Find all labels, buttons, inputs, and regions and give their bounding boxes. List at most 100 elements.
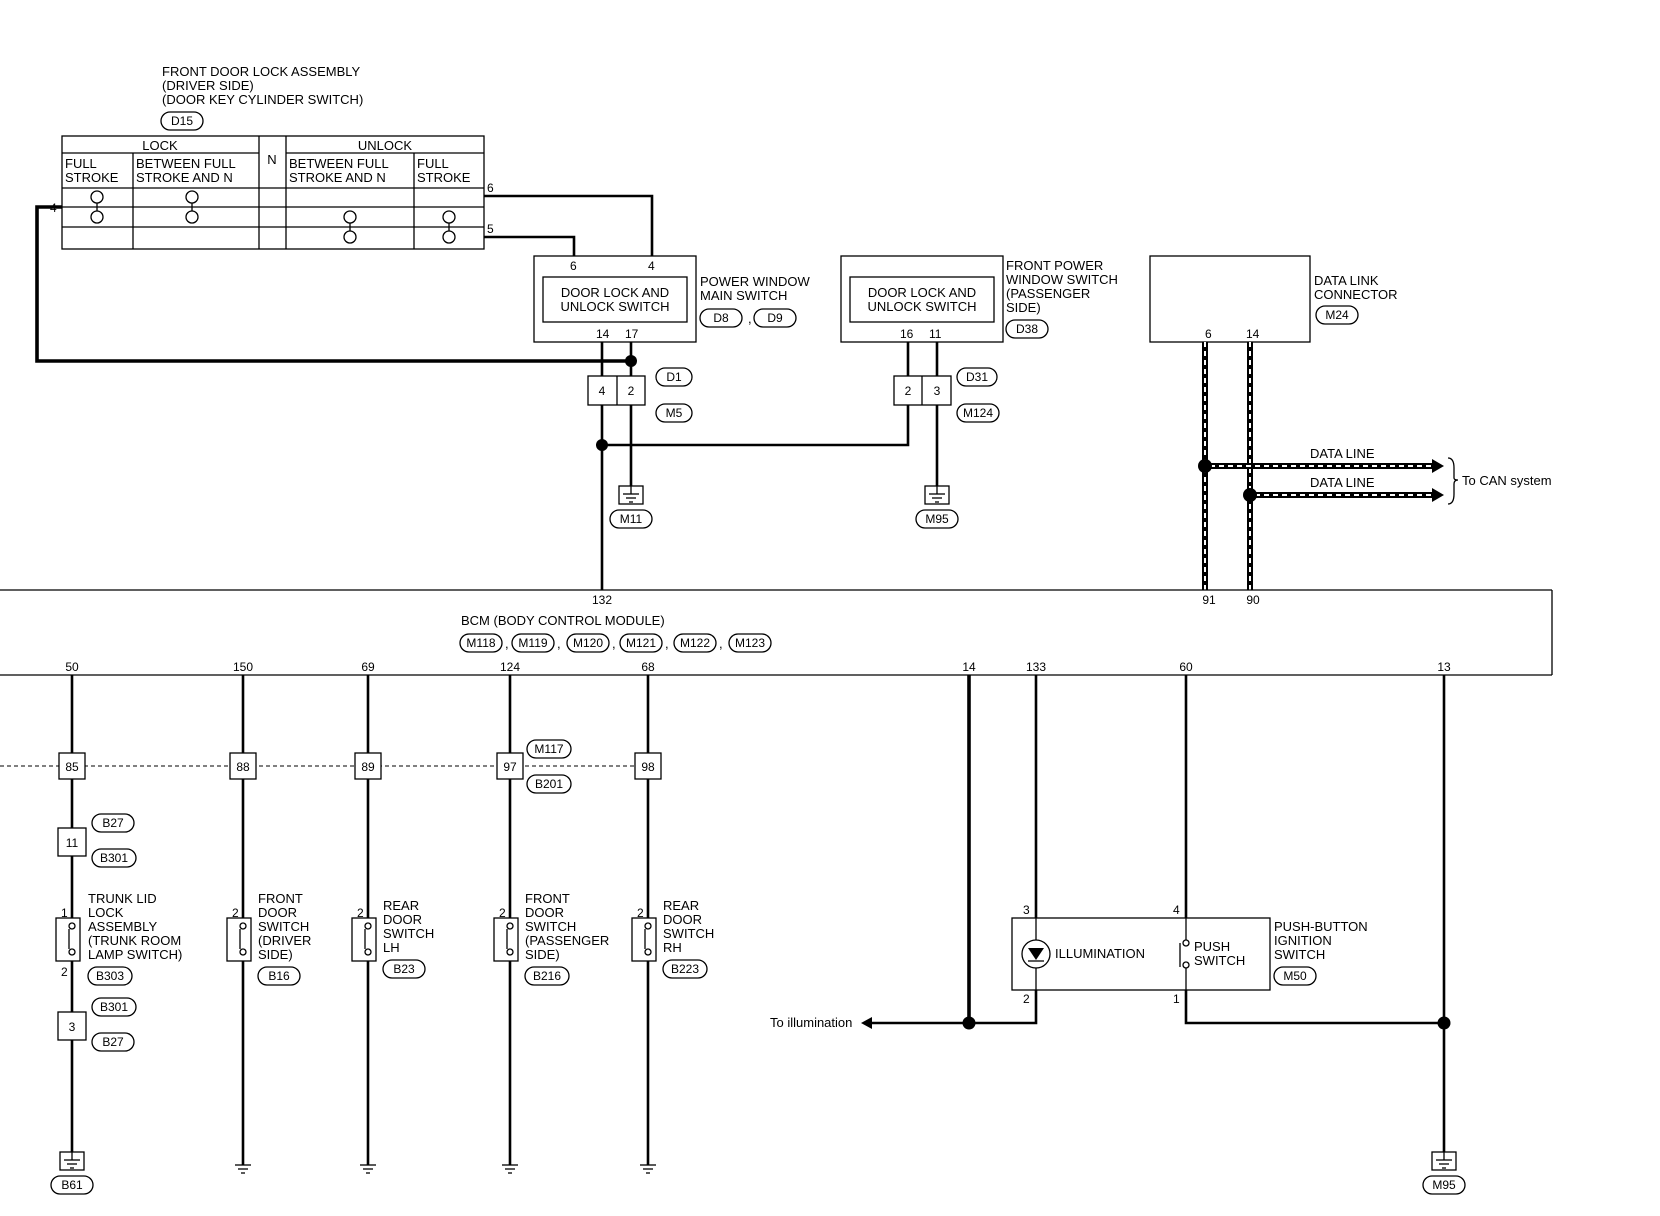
- front-door-lock-assembly: FRONT DOOR LOCK ASSEMBLY (DRIVER SIDE) (…: [50, 64, 494, 250]
- ground-m95-top: M95: [915, 485, 959, 529]
- bcm-sep-1: ,: [505, 636, 509, 651]
- bcm-conn-m119: M119: [518, 636, 547, 650]
- connector-d9-bubble: [753, 308, 797, 328]
- mid-wiring: [596, 405, 939, 590]
- trunk-title-1: TRUNK LID: [88, 891, 157, 906]
- front-power-window-switch-passenger: DOOR LOCK AND UNLOCK SWITCH FRONT POWER …: [840, 255, 1118, 343]
- connector-d15-label: D15: [171, 114, 193, 128]
- ground-m11: M11: [609, 485, 653, 529]
- col-between-2b: STROKE AND N: [136, 170, 233, 185]
- bcm-conn-m118: M118: [466, 636, 495, 650]
- pbis-pin-4: 4: [1173, 903, 1180, 917]
- harness-pin-97: 97: [503, 760, 517, 774]
- pwms-inner-box: [542, 276, 688, 323]
- col-full-stroke-1b: STROKE: [65, 170, 119, 185]
- harness-pin-85: 85: [65, 760, 79, 774]
- bcm-pin-69: 69: [361, 660, 375, 674]
- rdsw-rh-title-4: RH: [663, 940, 682, 955]
- d15-pin-5: 5: [487, 222, 494, 236]
- connector-b27-bottom: B27: [102, 1035, 124, 1049]
- bcm-sep-5: ,: [719, 636, 723, 651]
- trunk-pin-2: 2: [61, 965, 68, 979]
- bcm-pin-13: 13: [1437, 660, 1451, 674]
- contact-symbols: [90, 190, 456, 244]
- rdsw-rh-title-2: DOOR: [663, 912, 702, 927]
- bcm-pin-14: 14: [962, 660, 976, 674]
- data-line-1-label: DATA LINE: [1310, 446, 1375, 461]
- bcm-title: BCM (BODY CONTROL MODULE): [461, 613, 665, 628]
- trunk-lid-lock-assembly: 11 B27 B301 1 2 TRUNK LID LOCK ASSEMBLY …: [55, 813, 182, 1052]
- rdsw-lh-title-2: DOOR: [383, 912, 422, 927]
- bcm-conn-m123: M123: [735, 636, 765, 650]
- bcm-pin-50: 50: [65, 660, 79, 674]
- connector-b23: B23: [393, 962, 415, 976]
- col-between-2a: BETWEEN FULL: [136, 156, 236, 171]
- pwms-inner-1: DOOR LOCK AND: [561, 285, 669, 300]
- connector-d1-label: D1: [666, 370, 682, 384]
- ground-b61: B61: [50, 1151, 94, 1195]
- front-door-switch-driver: 2 FRONT DOOR SWITCH (DRIVER SIDE) B16: [226, 891, 311, 986]
- trunk-jc-top-pin: 11: [66, 836, 79, 850]
- connector-b27-top: B27: [102, 816, 124, 830]
- rdsw-rh-title-1: REAR: [663, 898, 699, 913]
- fpws-pin-16: 16: [900, 327, 914, 341]
- fdsw-pass-pin: 2: [499, 906, 506, 920]
- connector-d8-label: D8: [713, 311, 729, 325]
- pwms-title-1: POWER WINDOW: [700, 274, 810, 289]
- pwms-title-2: MAIN SWITCH: [700, 288, 787, 303]
- bcm-sep-4: ,: [665, 636, 669, 651]
- bcm-pin-60: 60: [1179, 660, 1193, 674]
- connector-m124-label: M124: [963, 406, 993, 420]
- chassis-grounds: [235, 1164, 656, 1174]
- dlc-box: [1149, 255, 1311, 343]
- pbis-illumination-label: ILLUMINATION: [1055, 946, 1145, 961]
- pwms-pin-4: 4: [648, 259, 655, 273]
- bcm-pin-132: 132: [592, 593, 612, 607]
- dlc-pin-6: 6: [1205, 327, 1212, 341]
- connector-b16: B16: [268, 969, 290, 983]
- fpws-inner-1: DOOR LOCK AND: [868, 285, 976, 300]
- connector-m124-bubble: [956, 403, 1000, 423]
- d15-pin-6: 6: [487, 181, 494, 195]
- pbis-box: [1011, 917, 1271, 991]
- ground-m95-top-label: M95: [925, 512, 949, 526]
- connector-d9-label: D9: [767, 311, 783, 325]
- d15-title-3: (DOOR KEY CYLINDER SWITCH): [162, 92, 363, 107]
- joint-connector-d1-m5: 4 2 D1 M5: [587, 367, 693, 423]
- dlc-pin-14: 14: [1246, 327, 1260, 341]
- rdsw-rh-pin: 2: [637, 906, 644, 920]
- connector-m5-label: M5: [666, 406, 683, 420]
- fdsw-drv-pin: 2: [232, 906, 239, 920]
- fpws-title-2: WINDOW SWITCH: [1006, 272, 1118, 287]
- rdsw-lh-title-4: LH: [383, 940, 400, 955]
- pwms-pin-14: 14: [596, 327, 610, 341]
- bcm-pin-90: 90: [1246, 593, 1260, 607]
- connector-d15-bubble: [160, 111, 204, 131]
- col-between-3a: BETWEEN FULL: [289, 156, 389, 171]
- pbis-title-3: SWITCH: [1274, 947, 1325, 962]
- bcm-pin-133: 133: [1026, 660, 1046, 674]
- bcm-pin-150: 150: [233, 660, 253, 674]
- d15-title-1: FRONT DOOR LOCK ASSEMBLY: [162, 64, 361, 79]
- connector-m24-label: M24: [1325, 308, 1349, 322]
- bcm-pin-124: 124: [500, 660, 520, 674]
- fpws-inner-box: [849, 276, 995, 323]
- col-between-3b: STROKE AND N: [289, 170, 386, 185]
- pbis-pin-2: 2: [1023, 992, 1030, 1006]
- pwms-pin-6: 6: [570, 259, 577, 273]
- col-full-stroke-1a: FULL: [65, 156, 97, 171]
- fdsw-drv-title-2: DOOR: [258, 905, 297, 920]
- neutral-header: N: [267, 152, 276, 167]
- bcm-conn-m120: M120: [573, 636, 603, 650]
- pbis-pin-1: 1: [1173, 992, 1180, 1006]
- data-link-connector: DATA LINK CONNECTOR M24 6 14: [1149, 255, 1398, 343]
- connector-m24-bubble: [1315, 305, 1359, 325]
- connector-d31-bubble: [956, 367, 998, 387]
- fdsw-drv-title-3: SWITCH: [258, 919, 309, 934]
- fdsw-pass-title-2: DOOR: [525, 905, 564, 920]
- dlc-title-2: CONNECTOR: [1314, 287, 1398, 302]
- connector-b301-top: B301: [100, 851, 128, 865]
- connector-b223: B223: [671, 962, 699, 976]
- rdsw-lh-title-3: SWITCH: [383, 926, 434, 941]
